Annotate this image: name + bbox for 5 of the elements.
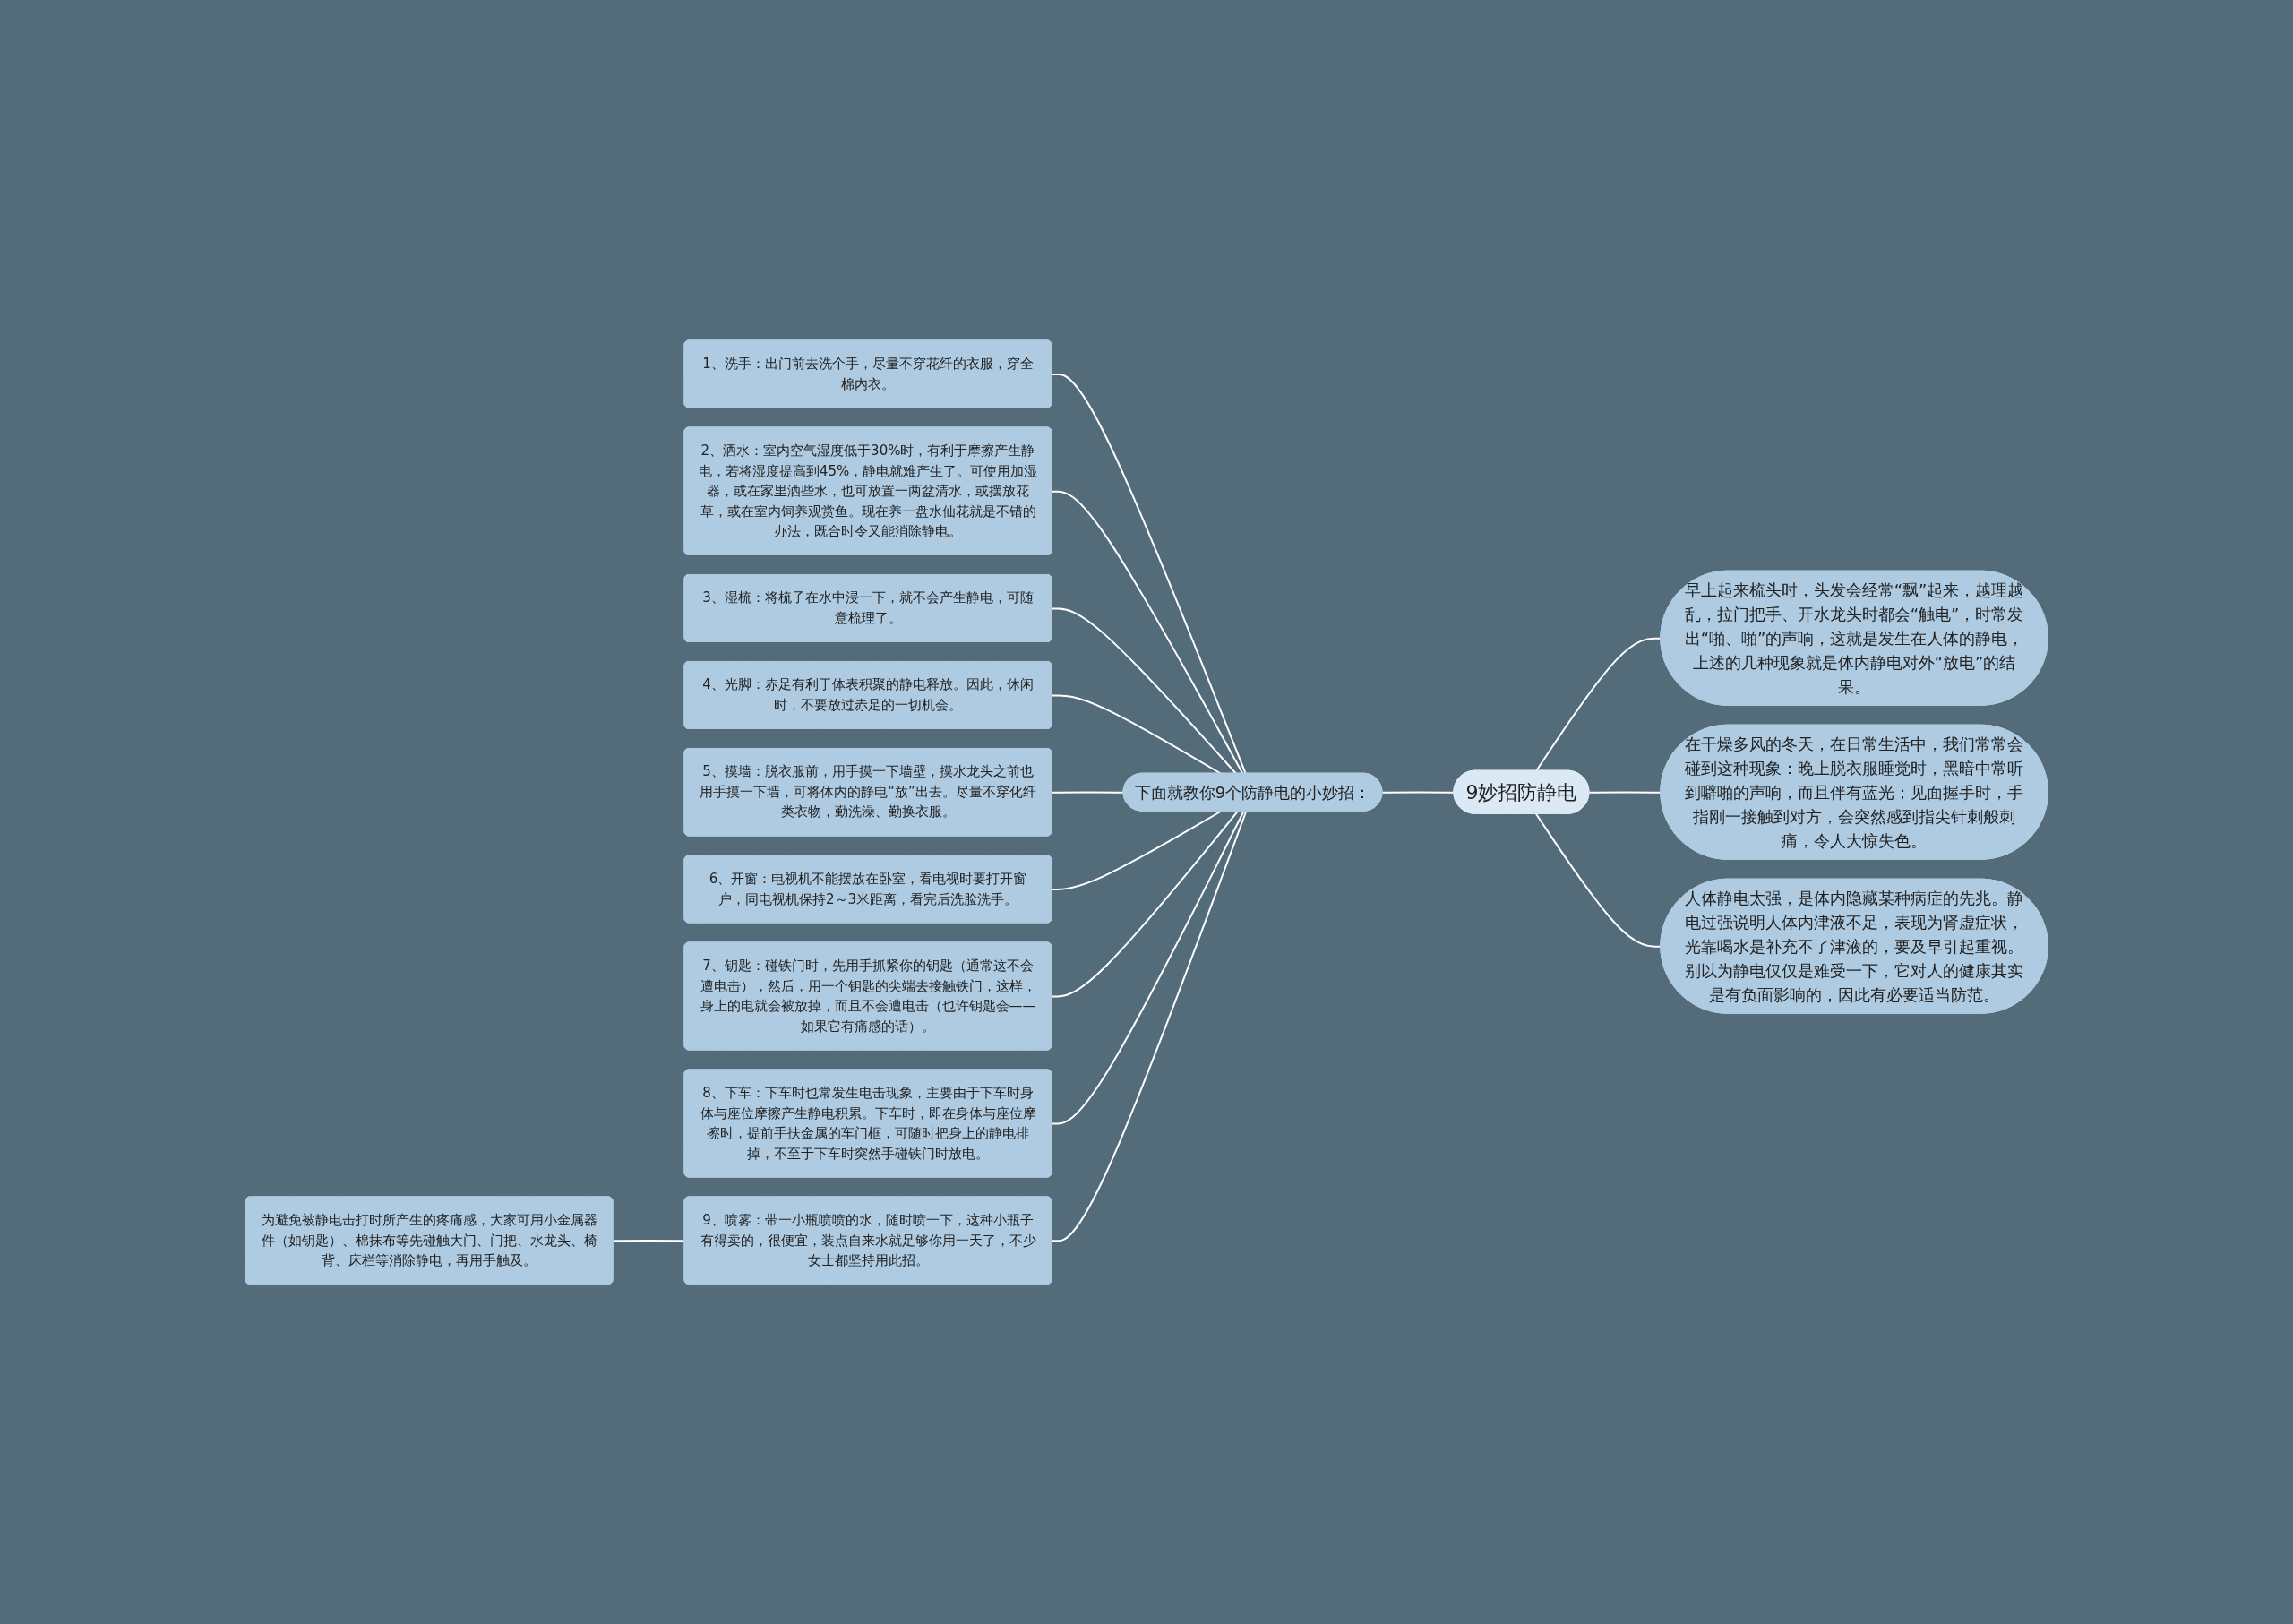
connector xyxy=(1051,810,1239,998)
connector xyxy=(1381,791,1456,794)
connector xyxy=(1051,810,1248,1242)
connector xyxy=(1051,810,1222,890)
connector xyxy=(1051,810,1245,1125)
